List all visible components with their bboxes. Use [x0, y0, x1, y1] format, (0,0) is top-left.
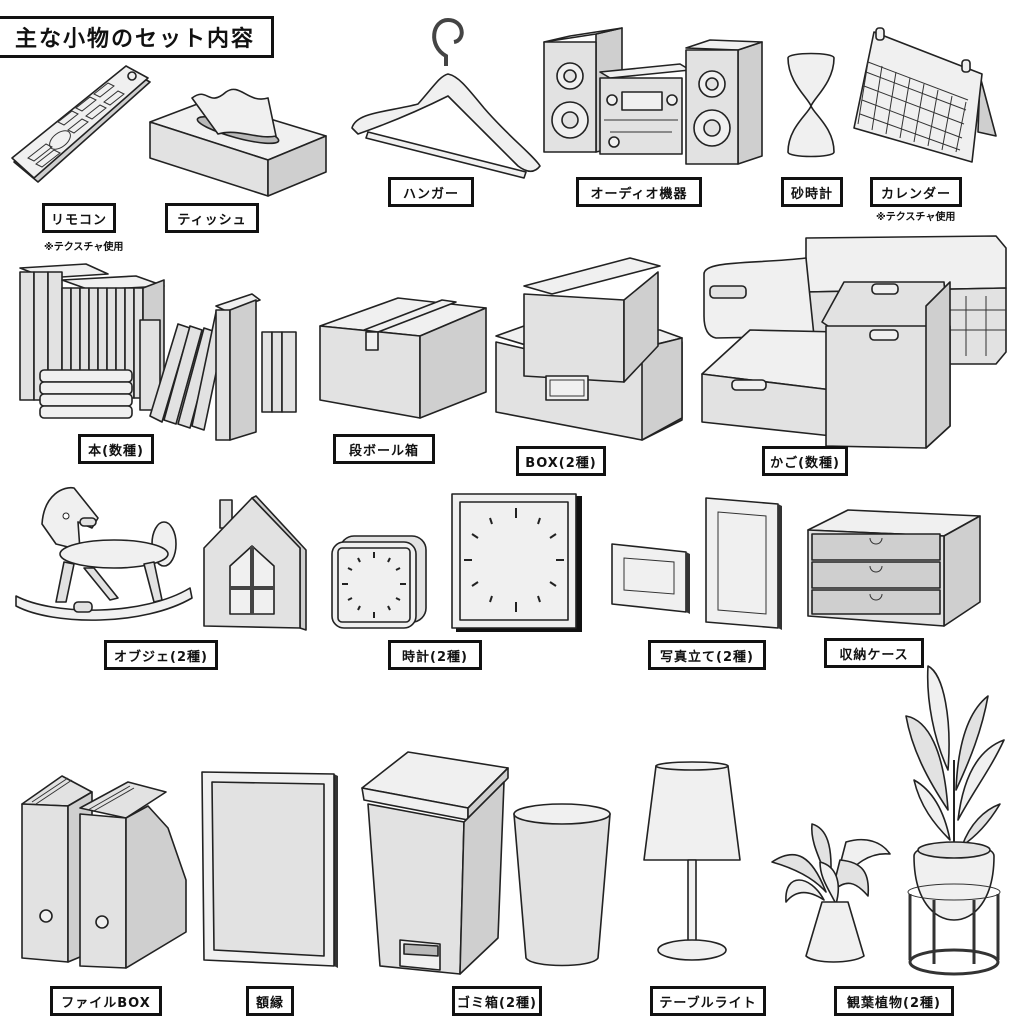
wall-clock-illustration — [451, 493, 584, 634]
tissue-box-illustration — [148, 78, 328, 198]
label-audio: オーディオ機器 — [576, 177, 702, 207]
label-picture-frame: 額縁 — [246, 986, 294, 1016]
note-calendar-texture: ※テクスチャ使用 — [876, 212, 956, 223]
page-title: 主な小物のセット内容 — [0, 16, 274, 58]
label-plants: 観葉植物(2種) — [834, 986, 954, 1016]
table-clock-illustration — [330, 534, 428, 630]
photo-frames-illustration — [608, 496, 784, 630]
label-hourglass: 砂時計 — [781, 177, 843, 207]
audio-system-illustration — [540, 27, 770, 168]
remote-control-illustration — [8, 62, 153, 192]
label-objects: オブジェ(2種) — [104, 640, 218, 670]
label-box: BOX(2種) — [516, 446, 606, 476]
baskets-illustration — [696, 226, 1016, 450]
label-trash-cans: ゴミ箱(2種) — [452, 986, 542, 1016]
label-storage-case: 収納ケース — [824, 638, 924, 668]
small-potted-plant-illustration — [766, 822, 896, 972]
tall-potted-plant-illustration — [904, 660, 1010, 980]
file-boxes-illustration — [18, 762, 190, 972]
label-books: 本(数種) — [78, 434, 154, 464]
label-tissue: ティッシュ — [165, 203, 259, 233]
label-file-box: ファイルBOX — [50, 986, 162, 1016]
storage-case-illustration — [806, 508, 982, 628]
label-cardboard: 段ボール箱 — [333, 434, 435, 464]
cardboard-box-illustration — [318, 296, 488, 426]
label-hanger: ハンガー — [388, 177, 474, 207]
table-lamp-illustration — [642, 760, 742, 970]
rocking-horse-illustration — [14, 484, 194, 624]
desk-calendar-illustration — [852, 27, 1002, 168]
pedal-trash-can-illustration — [360, 748, 512, 980]
storage-boxes-illustration — [492, 252, 688, 444]
label-table-lamp: テーブルライト — [650, 986, 766, 1016]
label-remote: リモコン — [42, 203, 116, 233]
label-baskets: かご(数種) — [762, 446, 848, 476]
round-trash-can-illustration — [512, 803, 612, 968]
hourglass-illustration — [786, 52, 836, 158]
books-illustration — [16, 260, 306, 441]
label-photo-frames: 写真立て(2種) — [648, 640, 766, 670]
house-object-illustration — [200, 492, 310, 632]
label-clocks: 時計(2種) — [388, 640, 482, 670]
note-remote-texture: ※テクスチャ使用 — [44, 242, 124, 253]
picture-frame-illustration — [200, 770, 340, 970]
label-calendar: カレンダー — [870, 177, 962, 207]
hanger-illustration — [348, 16, 548, 179]
